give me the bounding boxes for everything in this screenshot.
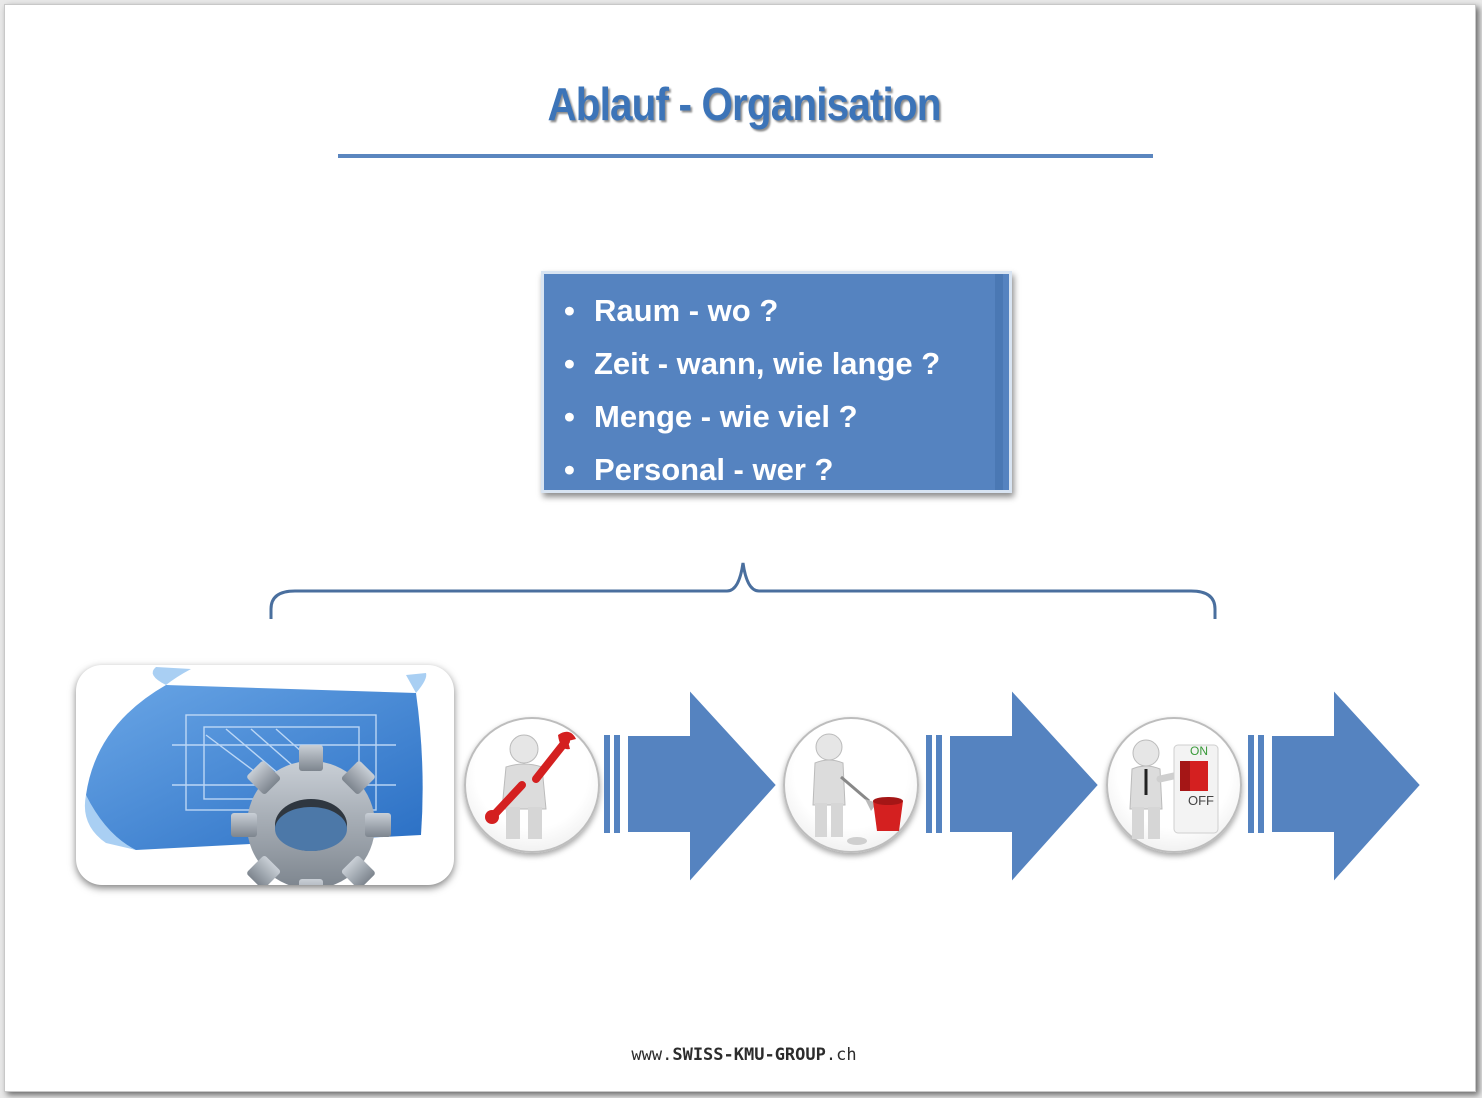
curly-brace: [269, 562, 1217, 619]
footer-prefix: www.: [631, 1045, 673, 1065]
cleaner-circle: [783, 717, 919, 853]
cleaner-mop-bucket-icon: [812, 733, 903, 845]
list-item: Menge - wie viel ?: [564, 390, 1009, 443]
switch-circle: ON OFF: [1106, 717, 1242, 853]
process-arrow: [604, 687, 779, 886]
question-box: Raum - wo ? Zeit - wann, wie lange ? Men…: [541, 271, 1012, 496]
switch-on-label: ON: [1190, 744, 1208, 758]
switch-on-off-icon: ON OFF: [1129, 739, 1219, 839]
slide: Ablauf - Organisation Raum - wo ? Zeit -…: [4, 4, 1476, 1092]
process-arrow: [1248, 687, 1423, 886]
switch-off-label: OFF: [1188, 793, 1214, 808]
slide-title: Ablauf - Organisation: [547, 78, 941, 130]
question-list: Raum - wo ? Zeit - wann, wie lange ? Men…: [544, 274, 1009, 496]
list-item: Zeit - wann, wie lange ?: [564, 337, 1009, 390]
footer-suffix: .ch: [825, 1045, 857, 1065]
list-item: Raum - wo ?: [564, 284, 1009, 337]
mechanic-circle: [464, 717, 600, 853]
mechanic-wrench-icon: [485, 731, 576, 839]
blueprint-gear-icon: [84, 667, 427, 905]
list-item: Personal - wer ?: [564, 443, 1009, 496]
footer-url: www.SWISS-KMU-GROUP.ch: [5, 1045, 1482, 1065]
process-arrow: [926, 687, 1101, 886]
title-underline: [338, 154, 1153, 158]
footer-domain: SWISS-KMU-GROUP: [672, 1045, 826, 1065]
blueprint-card: [76, 665, 454, 905]
